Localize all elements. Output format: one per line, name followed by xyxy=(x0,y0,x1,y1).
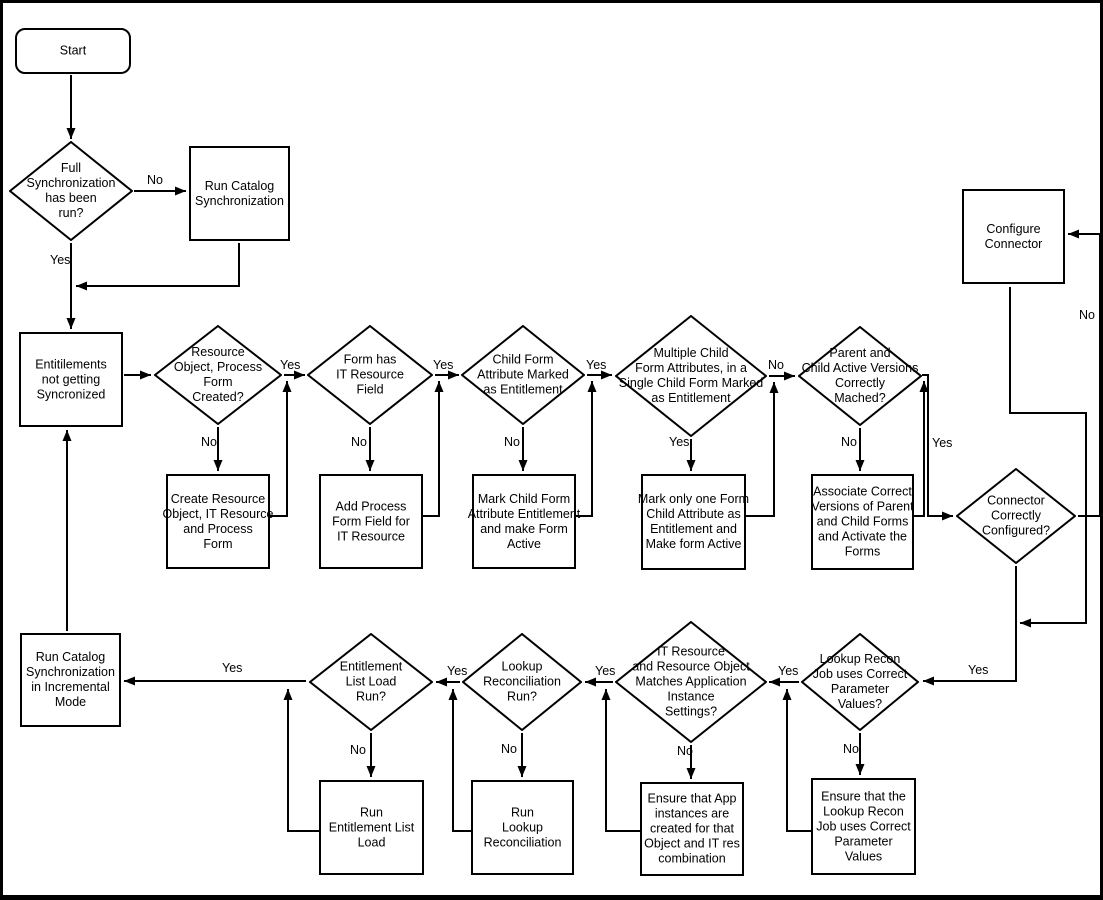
edge-label-no: No xyxy=(501,742,517,756)
decision-label: Parent and Child Active Versions Correct… xyxy=(801,346,919,405)
node-label: Entitilements not getting Syncronized xyxy=(35,357,107,401)
decision-form-has-it-resource: Form has IT Resource Field xyxy=(307,325,433,425)
edge-ensurelookup-return xyxy=(782,689,811,832)
diamond-shape xyxy=(309,633,433,731)
edge-label-no: No xyxy=(768,358,784,372)
diamond-shape xyxy=(615,315,767,437)
edge-label-no: No xyxy=(201,435,217,449)
node-mark-child-form-attr: Mark Child Form Attribute Entitlement an… xyxy=(468,474,580,569)
edge-createresource-return xyxy=(270,381,292,517)
node-label: Ensure that the Lookup Recon Job uses Co… xyxy=(816,789,911,863)
edge-label-yes: Yes xyxy=(433,358,454,372)
decision-label: Lookup Reconciliation Run? xyxy=(483,659,561,704)
connector-lines xyxy=(62,75,1100,832)
decision-full-sync-run: Full Synchronization has been run? xyxy=(9,141,133,241)
edge-ensureapp-return xyxy=(601,689,640,832)
decision-lookup-recon-run: Lookup Reconciliation Run? xyxy=(462,633,582,731)
node-configure-connector: Configure Connector xyxy=(962,189,1065,284)
node-label: Configure Connector xyxy=(984,221,1043,251)
node-start: Start xyxy=(15,28,131,74)
decision-entitlement-list-load-run: Entitlement List Load Run? xyxy=(309,633,433,731)
node-ensure-lookup-params: Ensure that the Lookup Recon Job uses Co… xyxy=(811,778,916,875)
node-label: Associate Correct Versions of Parent and… xyxy=(811,484,914,559)
decision-label: IT Resource and Resource Object Matches … xyxy=(632,644,750,719)
node-create-resource-object: Create Resource Object, IT Resource and … xyxy=(163,474,273,569)
node-label: Run Entitlement List Load xyxy=(328,805,415,849)
edge-markonlyone-return xyxy=(746,382,779,517)
diamond-shape xyxy=(462,633,582,731)
decision-label: Connector Correctly Configured? xyxy=(981,493,1051,538)
node-label: Run Lookup Reconciliation xyxy=(483,805,562,849)
node-run-catalog-incremental: Run Catalog Synchronization in Increment… xyxy=(20,633,121,727)
decision-parent-child-versions: Parent and Child Active Versions Correct… xyxy=(798,326,922,426)
edge-markchild-return xyxy=(575,381,597,517)
edge-label-yes: Yes xyxy=(447,664,468,678)
decision-label: Lookup Recon Job uses Correct Parameter … xyxy=(812,652,908,711)
diamond-shape xyxy=(798,326,922,426)
node-mark-only-one-attr: Mark only one Form Child Attribute as En… xyxy=(637,474,750,570)
edge-label-no: No xyxy=(350,743,366,757)
diamond-shape xyxy=(461,325,585,425)
edge-label-no: No xyxy=(677,744,693,758)
edge-addprocess-return xyxy=(422,381,444,517)
node-label: Mark Child Form Attribute Entitlement an… xyxy=(467,491,581,551)
edge-label-no: No xyxy=(841,435,857,449)
node-entitlements-not-synced: Entitilements not getting Syncronized xyxy=(19,332,123,427)
node-label: Create Resource Object, IT Resource and … xyxy=(162,491,274,551)
edge-runlookup-return xyxy=(448,689,471,832)
edge-label-yes: Yes xyxy=(669,435,690,449)
diamond-shape xyxy=(154,325,282,425)
edge-label-no: No xyxy=(147,173,163,187)
node-label: Ensure that App instances are created fo… xyxy=(644,791,740,866)
edge-label-yes: Yes xyxy=(595,664,616,678)
node-label: Add Process Form Field for IT Resource xyxy=(332,499,410,543)
node-label: Mark only one Form Child Attribute as En… xyxy=(637,492,750,551)
edge-configureconnector-return xyxy=(1009,287,1087,628)
diamond-shape xyxy=(307,325,433,425)
decision-label: Form has IT Resource Field xyxy=(336,352,404,397)
edge-label-yes: Yes xyxy=(968,663,989,677)
edge-d5-yes xyxy=(922,374,953,521)
decision-multiple-child-attrs: Multiple Child Form Attributes, in a Sin… xyxy=(615,315,767,437)
edge-label-no: No xyxy=(504,435,520,449)
decision-label: Resource Object, Process Form Created? xyxy=(173,345,263,404)
edge-label-yes: Yes xyxy=(778,664,799,678)
edge-runentitlement-return xyxy=(283,689,319,832)
node-associate-correct-versions: Associate Correct Versions of Parent and… xyxy=(811,474,914,570)
node-label: Run Catalog Synchronization xyxy=(195,178,284,208)
edge-runcatalog-return xyxy=(76,243,240,291)
decision-label: Child Form Attribute Marked as Entitleme… xyxy=(477,352,569,397)
diamond-shape xyxy=(956,468,1076,564)
node-label: Start xyxy=(59,43,87,58)
edge-label-yes: Yes xyxy=(280,358,301,372)
decision-connector-configured: Connector Correctly Configured? xyxy=(956,468,1076,564)
node-run-catalog-sync: Run Catalog Synchronization xyxy=(189,146,290,241)
node-ensure-app-instances: Ensure that App instances are created fo… xyxy=(640,782,744,876)
diamond-shape xyxy=(801,633,919,731)
edge-label-no: No xyxy=(843,742,859,756)
edge-label-yes: Yes xyxy=(222,661,243,675)
node-run-lookup-recon: Run Lookup Reconciliation xyxy=(471,780,574,875)
edge-connector-no xyxy=(1068,229,1100,517)
edge-label-yes: Yes xyxy=(586,358,607,372)
diamond-shape xyxy=(9,141,133,241)
edge-label-no: No xyxy=(1079,308,1095,322)
node-add-process-form-field: Add Process Form Field for IT Resource xyxy=(319,474,423,569)
decision-label: Full Synchronization has been run? xyxy=(26,161,116,220)
decision-label: Multiple Child Form Attributes, in a Sin… xyxy=(618,346,764,405)
decision-child-form-attr-marked: Child Form Attribute Marked as Entitleme… xyxy=(461,325,585,425)
edge-associate-return xyxy=(914,381,929,517)
edge-connector-yes xyxy=(923,566,1017,686)
diamond-shape xyxy=(615,621,767,743)
edge-label-yes: Yes xyxy=(50,253,71,267)
node-label: Run Catalog Synchronization in Increment… xyxy=(26,650,115,709)
decision-lookup-recon-job-params: Lookup Recon Job uses Correct Parameter … xyxy=(801,633,919,731)
edge-label-yes: Yes xyxy=(932,436,953,450)
node-run-entitlement-list-load: Run Entitlement List Load xyxy=(319,780,424,875)
decision-label: Entitlement List Load Run? xyxy=(339,659,403,704)
decision-it-resource-matches: IT Resource and Resource Object Matches … xyxy=(615,621,767,743)
decision-resource-object-created: Resource Object, Process Form Created? xyxy=(154,325,282,425)
edge-label-no: No xyxy=(351,435,367,449)
